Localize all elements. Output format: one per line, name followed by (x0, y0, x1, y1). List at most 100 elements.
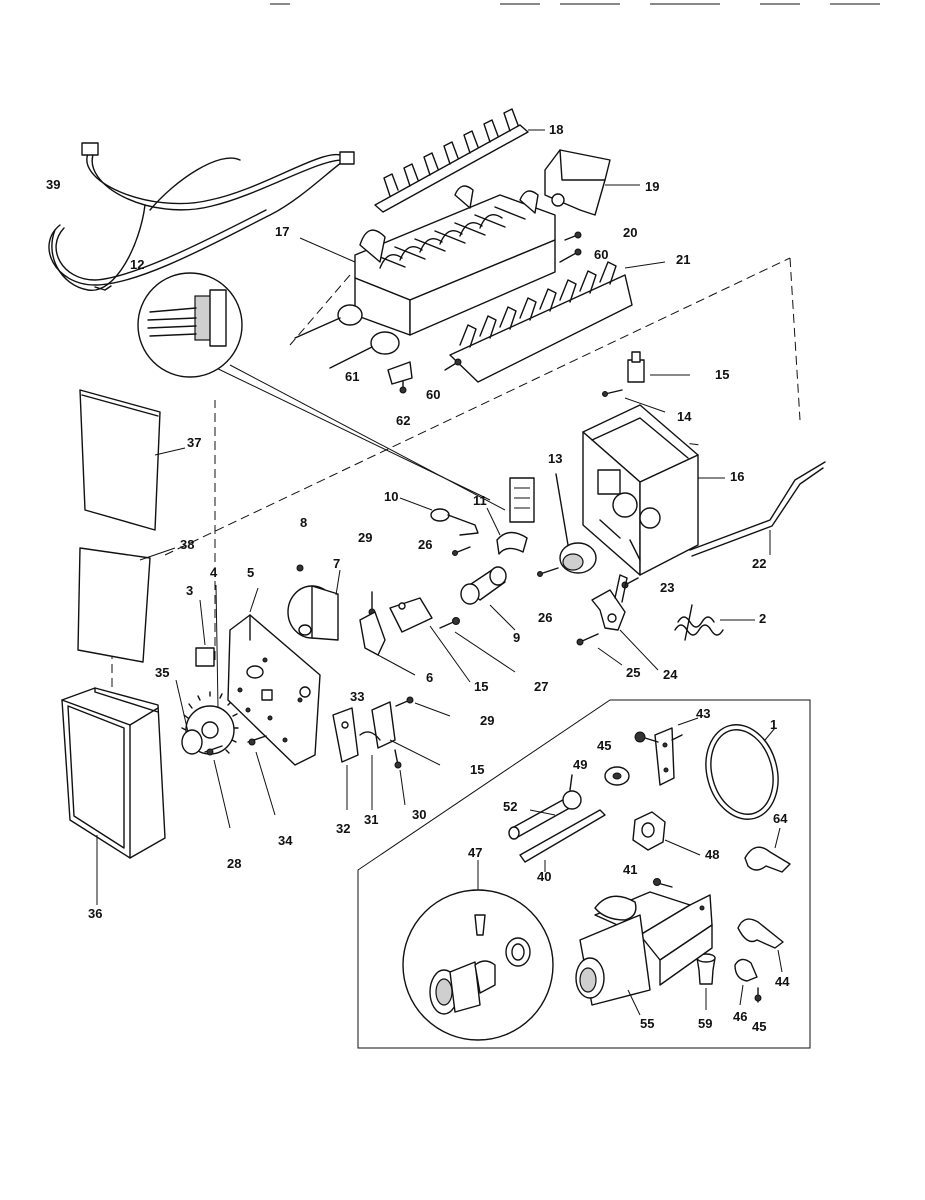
ejector-blade (374, 108, 545, 213)
callout-3: 3 (186, 583, 194, 598)
callout-30: 30 (412, 807, 427, 822)
callout-5: 5 (247, 565, 255, 580)
valve-bracket (634, 717, 699, 786)
callout-15-mid: 15 (474, 679, 489, 694)
ice-mold-body (294, 185, 556, 369)
mold-shield (449, 261, 666, 383)
callout-25: 25 (626, 665, 641, 680)
tube-ring (705, 724, 779, 820)
mounting-plate (227, 587, 321, 766)
callout-7: 7 (333, 556, 341, 571)
callout-48: 48 (705, 847, 720, 862)
callout-26-right: 26 (538, 610, 553, 625)
callout-26-upper: 26 (418, 537, 433, 552)
spring (674, 604, 755, 641)
callout-12: 12 (130, 257, 145, 272)
callout-2: 2 (759, 611, 767, 626)
callout-52: 52 (503, 799, 518, 814)
callout-35: 35 (155, 665, 170, 680)
callout-27: 27 (534, 679, 549, 694)
callout-6: 6 (426, 670, 434, 685)
callout-45-upper: 45 (597, 738, 612, 753)
callout-23: 23 (660, 580, 675, 595)
connector-detail-circle (137, 272, 243, 378)
callout-55: 55 (640, 1016, 655, 1031)
callout-18: 18 (549, 122, 564, 137)
mold-cover (544, 149, 640, 216)
callout-29-lower: 29 (480, 713, 495, 728)
callout-38: 38 (180, 537, 195, 552)
lever-arm (576, 574, 659, 671)
callout-36: 36 (88, 906, 103, 921)
callout-60-bottom: 60 (426, 387, 441, 402)
thermostat-clip (602, 351, 690, 413)
screw-26-upper (452, 546, 471, 556)
water-valve (575, 891, 713, 1016)
callout-10: 10 (384, 489, 399, 504)
valve-detail-circle (402, 860, 554, 1041)
callout-31: 31 (364, 812, 379, 827)
timing-motor (287, 569, 341, 641)
callout-46: 46 (733, 1009, 748, 1024)
cover-panels (61, 389, 186, 905)
callout-9: 9 (513, 630, 521, 645)
callout-47: 47 (468, 845, 483, 860)
callout-62: 62 (396, 413, 411, 428)
drive-motor (537, 473, 597, 577)
mold-screws (387, 231, 582, 394)
gear-assembly (175, 584, 239, 755)
callout-44: 44 (775, 974, 790, 989)
callout-34: 34 (278, 833, 293, 848)
callout-14: 14 (677, 409, 692, 424)
shutoff-arm (689, 461, 826, 557)
callout-40: 40 (537, 869, 552, 884)
callout-15-top: 15 (715, 367, 730, 382)
screw-27 (439, 617, 516, 673)
drive-cam (460, 566, 516, 631)
callout-20: 20 (623, 225, 638, 240)
callout-33: 33 (350, 689, 365, 704)
callout-15-lower: 15 (470, 762, 485, 777)
tube-clamp (744, 827, 791, 873)
callout-45-lower: 45 (752, 1019, 767, 1034)
valve-nuts (604, 766, 701, 856)
callout-8: 8 (300, 515, 308, 530)
callout-39: 39 (46, 177, 61, 192)
switch-brackets (332, 696, 451, 810)
valve-clips (696, 918, 784, 1010)
callout-41: 41 (623, 862, 638, 877)
wire-clip (399, 497, 479, 536)
callout-60-top: 60 (594, 247, 609, 262)
callout-13: 13 (548, 451, 563, 466)
motor-housing (582, 404, 725, 576)
callout-1: 1 (770, 717, 778, 732)
callout-22: 22 (752, 556, 767, 571)
plate-screws (204, 735, 276, 829)
callout-49: 49 (573, 757, 588, 772)
connector-leader-line (209, 364, 506, 511)
callout-28: 28 (227, 856, 242, 871)
callout-24: 24 (663, 667, 678, 682)
callout-59: 59 (698, 1016, 713, 1031)
fill-tube (508, 774, 606, 872)
callout-17: 17 (275, 224, 290, 239)
callout-4: 4 (210, 565, 218, 580)
callout-64: 64 (773, 811, 788, 826)
callout-21: 21 (676, 252, 691, 267)
callout-16: 16 (730, 469, 745, 484)
callout-43: 43 (696, 706, 711, 721)
connector-block (486, 477, 535, 555)
callout-37: 37 (187, 435, 202, 450)
water-valve-section-outline (357, 699, 811, 1049)
switch-assembly (296, 564, 471, 683)
callout-29-upper: 29 (358, 530, 373, 545)
callout-61: 61 (345, 369, 360, 384)
assembly-dashed-lines (111, 257, 801, 690)
wire-harness (48, 142, 355, 291)
callout-11: 11 (473, 493, 487, 508)
housing-screw (621, 577, 639, 589)
callout-19: 19 (645, 179, 660, 194)
screw-41 (653, 878, 673, 888)
